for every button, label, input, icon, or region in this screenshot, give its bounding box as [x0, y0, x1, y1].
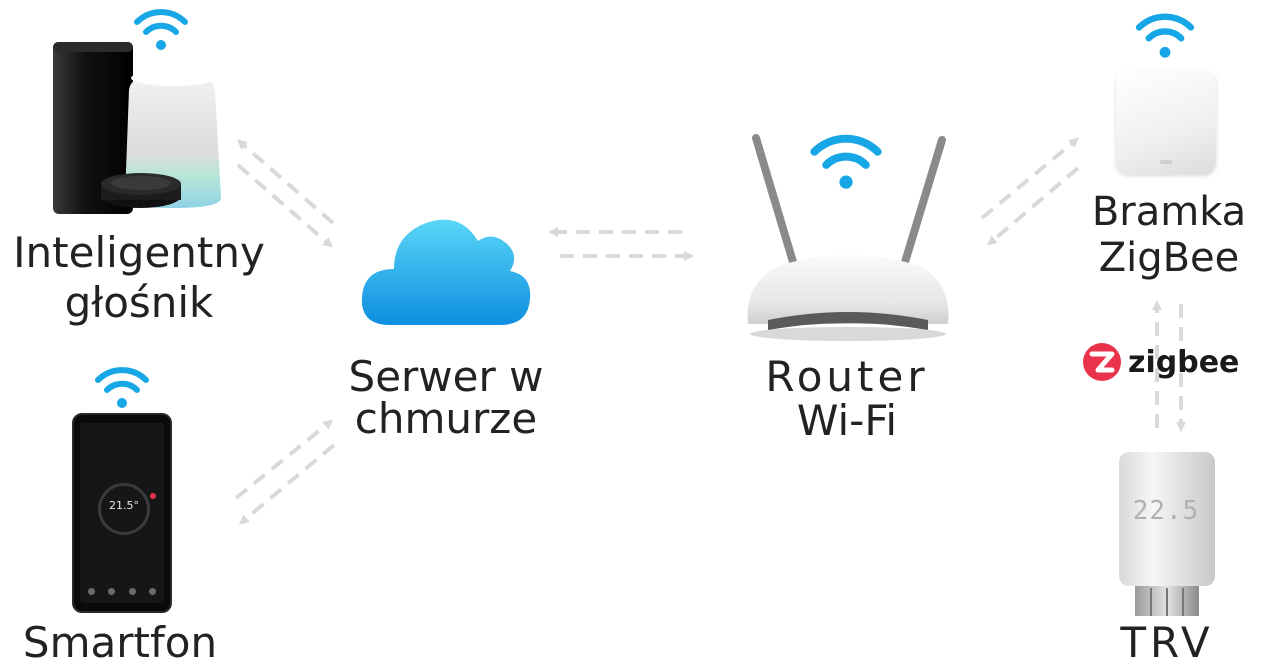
- speaker-label-line2: głośnik: [64, 278, 214, 327]
- router-label: Router Wi-Fi: [740, 352, 954, 446]
- router-label-line1: Router: [765, 352, 929, 401]
- arrow-phone-to-cloud: [234, 419, 334, 500]
- wifi-icon: [95, 367, 149, 408]
- arrow-router-to-gateway: [980, 137, 1080, 220]
- nav-dot: [148, 588, 156, 595]
- gateway-label: Bramka ZigBee: [1076, 188, 1262, 282]
- trv-label: TRV: [1090, 618, 1244, 668]
- speaker-icon: [53, 42, 221, 214]
- cloud-label-line2: chmurze: [354, 394, 538, 443]
- speaker-label-line1: Inteligentny: [13, 228, 265, 277]
- zigbee-logo-text: zigbee: [1128, 344, 1240, 380]
- gateway-icon: [1116, 70, 1216, 174]
- smartphone-label-line1: Smartfon: [22, 618, 218, 667]
- phone-screen-temperature: 21.5°: [109, 499, 139, 512]
- phone-screen: 21.5°: [80, 423, 164, 603]
- trv-display: 22.5: [1132, 496, 1200, 526]
- phone-nav-buttons: [88, 588, 156, 595]
- zigbee-logo: zigbee: [1082, 340, 1250, 384]
- arrow-cloud-to-speaker: [236, 139, 335, 225]
- zigbee-z-icon: [1083, 343, 1121, 381]
- gateway-label-line1: Bramka: [1091, 189, 1247, 235]
- nav-dot: [128, 588, 136, 595]
- thermostat-dial: [98, 483, 150, 535]
- arrow-gateway-to-router: [986, 166, 1080, 246]
- smartphone-label: Smartfon: [0, 618, 240, 668]
- cloud-icon: [361, 219, 531, 325]
- wifi-icon: [810, 134, 882, 189]
- wifi-icon: [134, 9, 188, 50]
- nav-dot: [88, 588, 95, 595]
- trv-label-line1: TRV: [1120, 618, 1214, 667]
- arrow-cloud-to-phone: [238, 443, 336, 525]
- router-icon: [747, 134, 949, 341]
- gateway-indicator: [1160, 160, 1172, 164]
- trv-icon: [1119, 452, 1215, 616]
- router-label-line2: Wi-Fi: [796, 396, 898, 445]
- nav-dot: [108, 588, 116, 595]
- cloud-label-line1: Serwer w: [348, 352, 544, 401]
- speaker-label: Inteligentny głośnik: [0, 228, 278, 328]
- arrow-speaker-to-cloud: [236, 163, 334, 248]
- thermostat-dial-marker: [150, 493, 156, 499]
- cloud-label: Serwer w chmurze: [330, 352, 562, 444]
- wifi-icon: [1135, 13, 1195, 58]
- gateway-label-line2: ZigBee: [1098, 235, 1240, 281]
- smartphone-icon: 21.5°: [72, 413, 172, 613]
